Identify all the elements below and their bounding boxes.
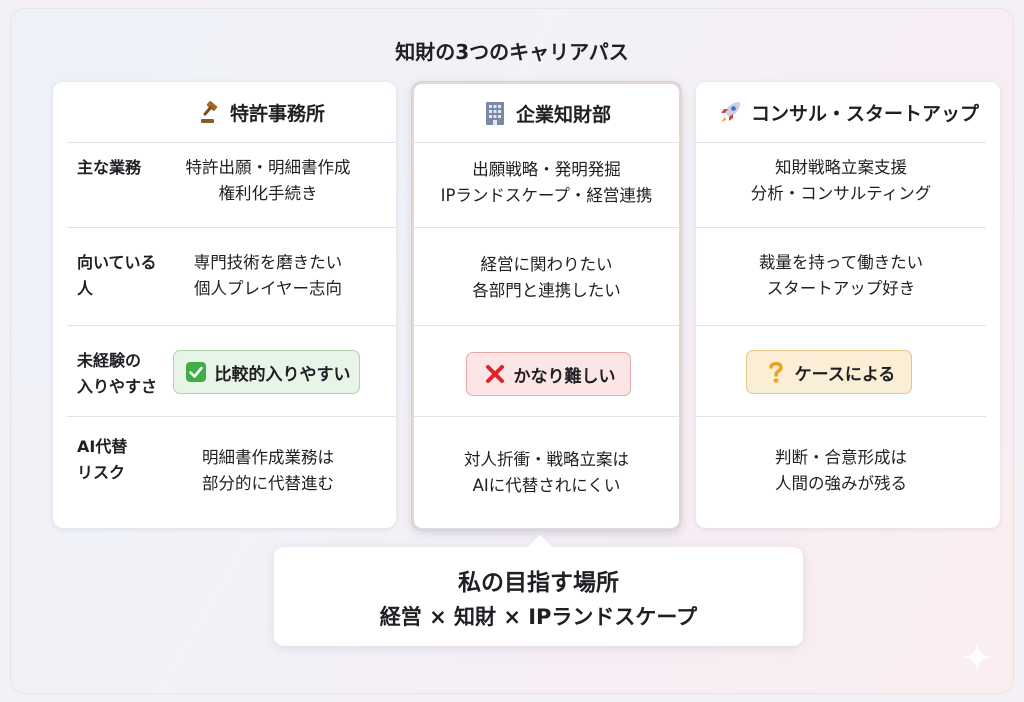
cell-line: 各部門と連携したい [472, 281, 621, 300]
cell-suited-person: 経営に関わりたい 各部門と連携したい [414, 252, 679, 304]
card-header-patent-office: 特許事務所 [168, 82, 396, 142]
card-header-consulting-startup: コンサル・スタートアップ [696, 82, 1000, 142]
cell-ai-risk: 対人折衝・戦略立案は AIに代替されにくい [414, 447, 679, 499]
row-label-line: 入りやすさ [77, 377, 158, 396]
cell-main-work: 出願戦略・発明発掘 IPランドスケープ・経営連携 [414, 157, 679, 209]
cell-ai-risk: 判断・合意形成は 人間の強みが残る [696, 445, 986, 497]
goal-heading: 私の目指す場所 [458, 570, 619, 596]
cell-line: 部分的に代替進む [202, 474, 334, 493]
divider [696, 227, 986, 228]
card-consulting-startup: コンサル・スタートアップ 知財戦略立案支援 分析・コンサルティング 裁量を持って… [696, 82, 1000, 528]
cell-line: 分析・コンサルティング [750, 184, 932, 203]
row-label-suited-person: 向いている 人 [77, 250, 157, 302]
card-header-corporate-ip-dept: 企業知財部 [414, 84, 679, 142]
divider [414, 416, 679, 417]
row-label-main-work: 主な業務 [77, 158, 142, 177]
card-patent-office: 特許事務所 主な業務 特許出願・明細書作成 権利化手続き 向いている 人 専門技… [53, 82, 396, 528]
row-label-line: AI代替 [77, 437, 128, 456]
cell-main-work: 知財戦略立案支援 分析・コンサルティング [696, 155, 986, 207]
row-label-line: 向いている [77, 253, 157, 272]
divider [67, 325, 396, 326]
divider [414, 227, 679, 228]
cell-line: 裁量を持って働きたい [758, 253, 924, 272]
divider [67, 142, 396, 143]
cell-line: 知財戦略立案支援 [775, 158, 907, 177]
row-label-line: 未経験の [77, 351, 142, 370]
entry-badge-hard: かなり難しい [466, 352, 631, 396]
divider [696, 416, 986, 417]
cross-mark-icon [482, 361, 508, 387]
cell-line: 権利化手続き [218, 184, 318, 203]
divider [414, 142, 679, 143]
cell-line: スタートアップ好き [766, 279, 916, 298]
column-name: 企業知財部 [515, 103, 611, 126]
row-label-entry: 未経験の 入りやすさ [77, 348, 157, 400]
entry-text: かなり難しい [513, 366, 616, 387]
cell-suited-person: 専門技術を磨きたい 個人プレイヤー志向 [173, 250, 363, 302]
cell-line: AIに代替されにくい [472, 476, 621, 495]
column-name: 特許事務所 [230, 102, 326, 125]
row-label-ai-risk: AI代替 リスク [77, 434, 127, 486]
cell-line: 専門技術を磨きたい [193, 253, 343, 272]
cell-line: 明細書作成業務は [202, 448, 334, 467]
entry-badge-case-by-case: ケースによる [746, 350, 912, 394]
cell-line: 出願戦略・発明発掘 [472, 160, 621, 179]
sparkle-icon [962, 642, 992, 672]
row-label-line: 人 [77, 279, 94, 298]
column-name: コンサル・スタートアップ [750, 102, 979, 125]
office-building-icon [482, 100, 508, 126]
card-corporate-ip-dept: 企業知財部 出願戦略・発明発掘 IPランドスケープ・経営連携 経営に関わりたい … [412, 82, 681, 530]
rocket-icon [717, 99, 743, 125]
cell-line: IPランドスケープ・経営連携 [440, 186, 653, 205]
divider [696, 325, 986, 326]
entry-text: ケースによる [794, 364, 896, 385]
divider [67, 227, 396, 228]
cell-line: 対人折衝・戦略立案は [464, 450, 629, 469]
goal-text: 経営 × 知財 × IPランドスケープ [379, 605, 698, 629]
check-mark-icon [183, 359, 209, 385]
divider [696, 142, 986, 143]
background-board: 知財の3つのキャリアパス 特許事務所 主な業務 特許出願・明細書作成 権利化手続… [10, 8, 1014, 694]
diagram-title: 知財の3つのキャリアパス [395, 40, 629, 64]
cell-main-work: 特許出願・明細書作成 権利化手続き [173, 155, 363, 207]
divider [414, 325, 679, 326]
cell-suited-person: 裁量を持って働きたい スタートアップ好き [696, 250, 986, 302]
cell-line: 特許出願・明細書作成 [185, 158, 351, 177]
row-label-line: リスク [77, 463, 126, 482]
goal-callout: 私の目指す場所 経営 × 知財 × IPランドスケープ [274, 535, 803, 646]
gavel-icon [196, 99, 222, 125]
cell-line: 判断・合意形成は [775, 448, 907, 467]
cell-line: 個人プレイヤー志向 [193, 279, 342, 298]
entry-text: 比較的入りやすい [214, 364, 351, 385]
cell-line: 経営に関わりたい [480, 255, 613, 274]
cell-line: 人間の強みが残る [775, 474, 907, 493]
cell-ai-risk: 明細書作成業務は 部分的に代替進む [173, 445, 363, 497]
divider [67, 416, 396, 417]
question-mark-icon [763, 359, 789, 385]
entry-badge-easy: 比較的入りやすい [173, 350, 360, 394]
